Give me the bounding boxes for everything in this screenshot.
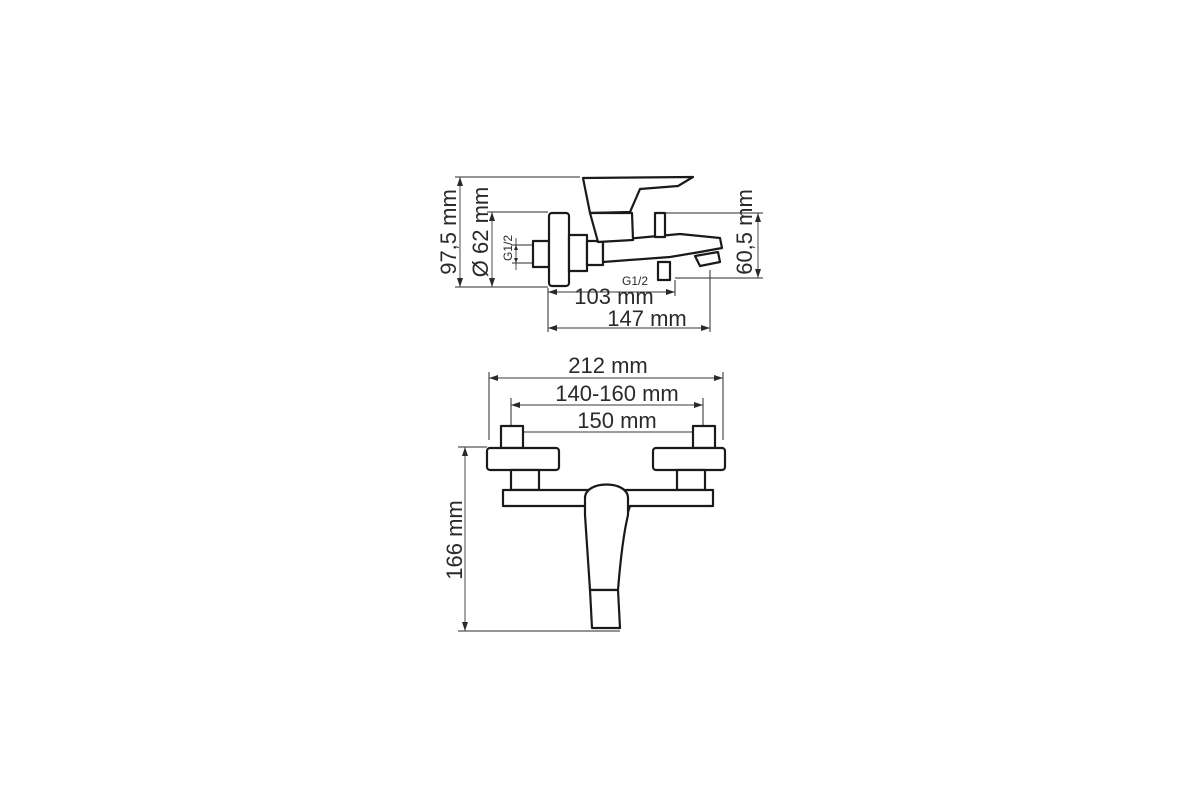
arrow-right [701,325,710,331]
arrow-right [714,375,723,381]
arrow-up [462,447,468,456]
arrow-right [694,402,703,408]
arrow-up [514,245,518,250]
arrow-left [548,289,557,295]
overall-width-label: 212 mm [568,353,647,378]
cartridge-housing [588,211,635,244]
arrow-up [457,177,463,186]
left-inlet-nipple [499,424,525,450]
spout-height-label: 60,5 mm [732,189,757,275]
arrow-left [489,375,498,381]
arrow-down [514,258,518,263]
spout [588,588,622,630]
outlet-thread-label: G1/2 [622,274,648,288]
center-distance-label: 150 mm [577,408,656,433]
lever-handle [581,175,695,215]
wall-flange [547,211,571,288]
center-range-label: 140-160 mm [555,381,679,406]
arrow-up [755,213,761,222]
left-nut [509,468,541,492]
arrow-right [666,289,675,295]
side-view: 97,5 mm Ø 62 mm G1/2 G1/2 [436,175,763,332]
connection-nut [567,233,589,273]
diverter-knob [653,211,667,239]
height-total-label: 97,5 mm [436,189,461,275]
right-nut [675,468,707,492]
arrow-down [489,278,495,287]
spout-reach-long-label: 147 mm [607,306,686,331]
left-wall-flange [485,446,561,472]
arrow-up [489,212,495,221]
right-wall-flange [651,446,727,472]
arrow-down [462,622,468,631]
flange-diameter-label: Ø 62 mm [468,187,493,277]
connector [585,239,605,267]
lever-handle [583,483,630,592]
right-inlet-nipple [691,424,717,450]
arrow-left [548,325,557,331]
overall-height-label: 166 mm [442,500,467,579]
spout-reach-short-label: 103 mm [574,284,653,309]
front-view: 212 mm 140-160 mm 150 mm 166 mm [442,353,727,632]
arrow-down [457,278,463,287]
spout-aerator [693,250,722,268]
shower-outlet [656,260,672,282]
arrow-down [755,269,761,278]
inlet-nipple [531,239,551,269]
inlet-thread-label: G1/2 [501,235,515,261]
arrow-left [511,402,520,408]
